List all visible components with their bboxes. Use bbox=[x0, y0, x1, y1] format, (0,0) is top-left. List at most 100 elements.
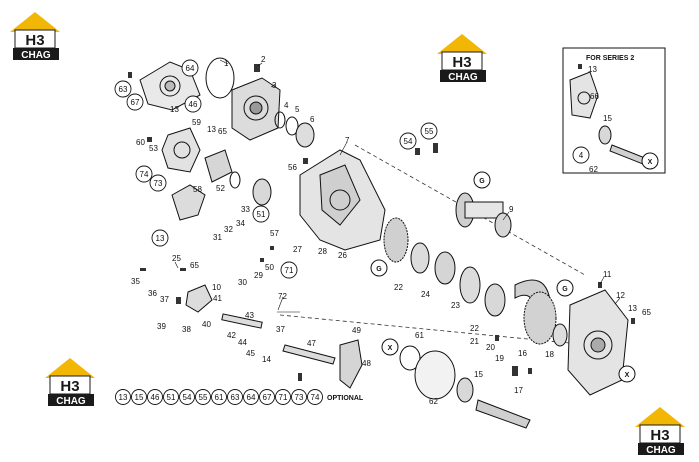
circled-label: 46 bbox=[184, 95, 202, 113]
label: 29 bbox=[254, 271, 263, 280]
shift-fork bbox=[339, 339, 363, 389]
optional-code: 73 bbox=[291, 389, 307, 405]
logo-bottom-right: H3 CHAG bbox=[635, 407, 685, 456]
svg-text:G: G bbox=[479, 178, 485, 185]
label: 52 bbox=[216, 184, 225, 193]
part-number-labels: 1 2 3 4 5 6 7 9 10 11 12 13 13 13 14 15 … bbox=[131, 55, 651, 406]
circled-label: 51 bbox=[252, 205, 270, 223]
svg-text:X: X bbox=[648, 159, 653, 166]
optional-code: 64 bbox=[243, 389, 259, 405]
bearing bbox=[295, 122, 315, 148]
svg-text:G: G bbox=[562, 286, 568, 293]
svg-text:55: 55 bbox=[425, 127, 434, 136]
bearing bbox=[456, 377, 474, 403]
inset-title: FOR SERIES 2 bbox=[586, 55, 634, 62]
circled-label: 64 bbox=[181, 59, 199, 77]
label: 6 bbox=[310, 115, 315, 124]
circled-label: 54 bbox=[399, 132, 417, 150]
disc bbox=[414, 350, 456, 400]
svg-text:64: 64 bbox=[247, 393, 256, 402]
svg-text:4: 4 bbox=[579, 151, 584, 160]
optional-code: 55 bbox=[195, 389, 211, 405]
label: 65 bbox=[642, 308, 651, 317]
label: 33 bbox=[241, 205, 250, 214]
circled-label: 67 bbox=[126, 93, 144, 111]
label: 20 bbox=[486, 343, 495, 352]
label: 53 bbox=[149, 144, 158, 153]
label: 18 bbox=[545, 350, 554, 359]
label: 45 bbox=[246, 349, 255, 358]
svg-text:51: 51 bbox=[167, 393, 176, 402]
svg-text:13: 13 bbox=[119, 393, 128, 402]
label: 59 bbox=[192, 118, 201, 127]
label: 28 bbox=[318, 247, 327, 256]
logo-bottom-left: H3 CHAG bbox=[45, 358, 95, 407]
leader-lines bbox=[174, 59, 621, 313]
svg-text:63: 63 bbox=[119, 85, 128, 94]
label: 19 bbox=[495, 354, 504, 363]
optional-code: 74 bbox=[307, 389, 323, 405]
seal-ring bbox=[285, 116, 299, 136]
label: 56 bbox=[288, 163, 297, 172]
circled-label: 63 bbox=[114, 80, 132, 98]
svg-text:63: 63 bbox=[231, 393, 240, 402]
optional-code: 15 bbox=[131, 389, 147, 405]
svg-text:CHAG: CHAG bbox=[448, 72, 478, 83]
gear bbox=[459, 266, 481, 304]
marker-g: G bbox=[370, 259, 388, 277]
svg-text:X: X bbox=[388, 345, 393, 352]
svg-text:74: 74 bbox=[311, 393, 320, 402]
label: 66 bbox=[590, 92, 599, 101]
label: 27 bbox=[293, 245, 302, 254]
label: 36 bbox=[148, 289, 157, 298]
label: 43 bbox=[245, 311, 254, 320]
bearing bbox=[484, 283, 506, 317]
label: 49 bbox=[352, 326, 361, 335]
svg-text:55: 55 bbox=[199, 393, 208, 402]
marker-g: G bbox=[473, 171, 491, 189]
optional-code: 46 bbox=[147, 389, 163, 405]
selector-shaft bbox=[221, 313, 263, 329]
svg-text:CHAG: CHAG bbox=[646, 445, 676, 456]
optional-code: 54 bbox=[179, 389, 195, 405]
seal-ring bbox=[274, 111, 286, 129]
o-ring bbox=[205, 57, 235, 99]
svg-text:51: 51 bbox=[257, 210, 266, 219]
svg-text:G: G bbox=[376, 266, 382, 273]
label: 13 bbox=[170, 105, 179, 114]
svg-text:74: 74 bbox=[140, 170, 149, 179]
pump-housing bbox=[231, 77, 281, 141]
yoke bbox=[171, 184, 206, 221]
optional-code: 71 bbox=[275, 389, 291, 405]
gear-shaft bbox=[455, 192, 512, 238]
label: 72 bbox=[278, 292, 287, 301]
label: 44 bbox=[238, 338, 247, 347]
label: 5 bbox=[295, 105, 300, 114]
label: 61 bbox=[415, 331, 424, 340]
bearing bbox=[410, 242, 430, 274]
shift-shaft bbox=[282, 344, 336, 365]
svg-text:15: 15 bbox=[135, 393, 144, 402]
inset-parts bbox=[569, 71, 651, 167]
label: 34 bbox=[236, 219, 245, 228]
svg-text:67: 67 bbox=[131, 98, 140, 107]
label: 65 bbox=[190, 261, 199, 270]
svg-text:X: X bbox=[625, 372, 630, 379]
svg-text:73: 73 bbox=[154, 179, 163, 188]
label: 39 bbox=[157, 322, 166, 331]
svg-text:H3: H3 bbox=[650, 427, 669, 444]
label: 32 bbox=[224, 225, 233, 234]
svg-text:CHAG: CHAG bbox=[21, 50, 51, 61]
label: 24 bbox=[421, 290, 430, 299]
label: 62 bbox=[589, 165, 598, 174]
label: 13 bbox=[628, 304, 637, 313]
label: 47 bbox=[307, 339, 316, 348]
bearing bbox=[252, 178, 272, 206]
label: 40 bbox=[202, 320, 211, 329]
optional-code: 63 bbox=[227, 389, 243, 405]
label: 37 bbox=[276, 325, 285, 334]
svg-text:46: 46 bbox=[151, 393, 160, 402]
circled-label: 13 bbox=[151, 229, 169, 247]
label: 13 bbox=[588, 65, 597, 74]
